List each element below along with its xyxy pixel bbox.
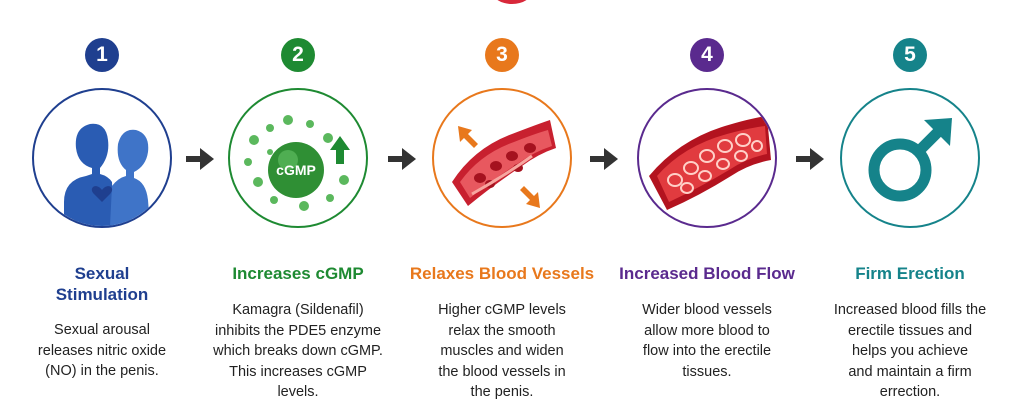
step-title: Increased Blood Flow [619, 264, 795, 283]
step-description: Wider blood vessels allow more blood to … [642, 302, 772, 380]
step-title: Sexual Stimulation [55, 264, 149, 304]
step-title: Firm Erection [855, 264, 965, 283]
cgmp-molecule-icon: cGMP [228, 88, 368, 228]
step-number-badge: 5 [893, 38, 927, 72]
blood-flow-vessel-icon [637, 88, 777, 228]
step-number-badge: 4 [690, 38, 724, 72]
right-arrow-icon [590, 148, 618, 170]
couple-heart-icon [32, 88, 172, 228]
step-number-badge: 2 [281, 38, 315, 72]
step-4: 4 Increased Blood Flow Wider blood vesse… [605, 0, 809, 416]
step-number-badge: 1 [85, 38, 119, 72]
step-description: Sexual arousal releases nitric oxide (NO… [37, 322, 167, 379]
relaxed-blood-vessel-icon [432, 88, 572, 228]
step-3: 3 Relaxes Blood Vessels Higher cGMP leve… [400, 0, 604, 416]
step-title: Increases cGMP [232, 264, 364, 283]
step-description: Increased blood fills the erectile tissu… [833, 302, 987, 400]
step-title: Relaxes Blood Vessels [409, 264, 595, 283]
step-description: Higher cGMP levels relax the smooth musc… [438, 302, 566, 400]
right-arrow-icon [186, 148, 214, 170]
step-description: Kamagra (Sildenafil) inhibits the PDE5 e… [213, 302, 383, 400]
step-5: 5 Firm Erection Increased blood fills th… [808, 0, 1012, 416]
cgmp-label: cGMP [276, 162, 316, 178]
step-1: 1 Sexual Stimulation Sexual arousal rele… [0, 0, 204, 416]
male-symbol-icon [840, 88, 980, 228]
right-arrow-icon [388, 148, 416, 170]
step-number-badge: 3 [485, 38, 519, 72]
step-2: 2 cGMP Increases cGMP Kamagra (Sildenafi… [196, 0, 400, 416]
right-arrow-icon [796, 148, 824, 170]
